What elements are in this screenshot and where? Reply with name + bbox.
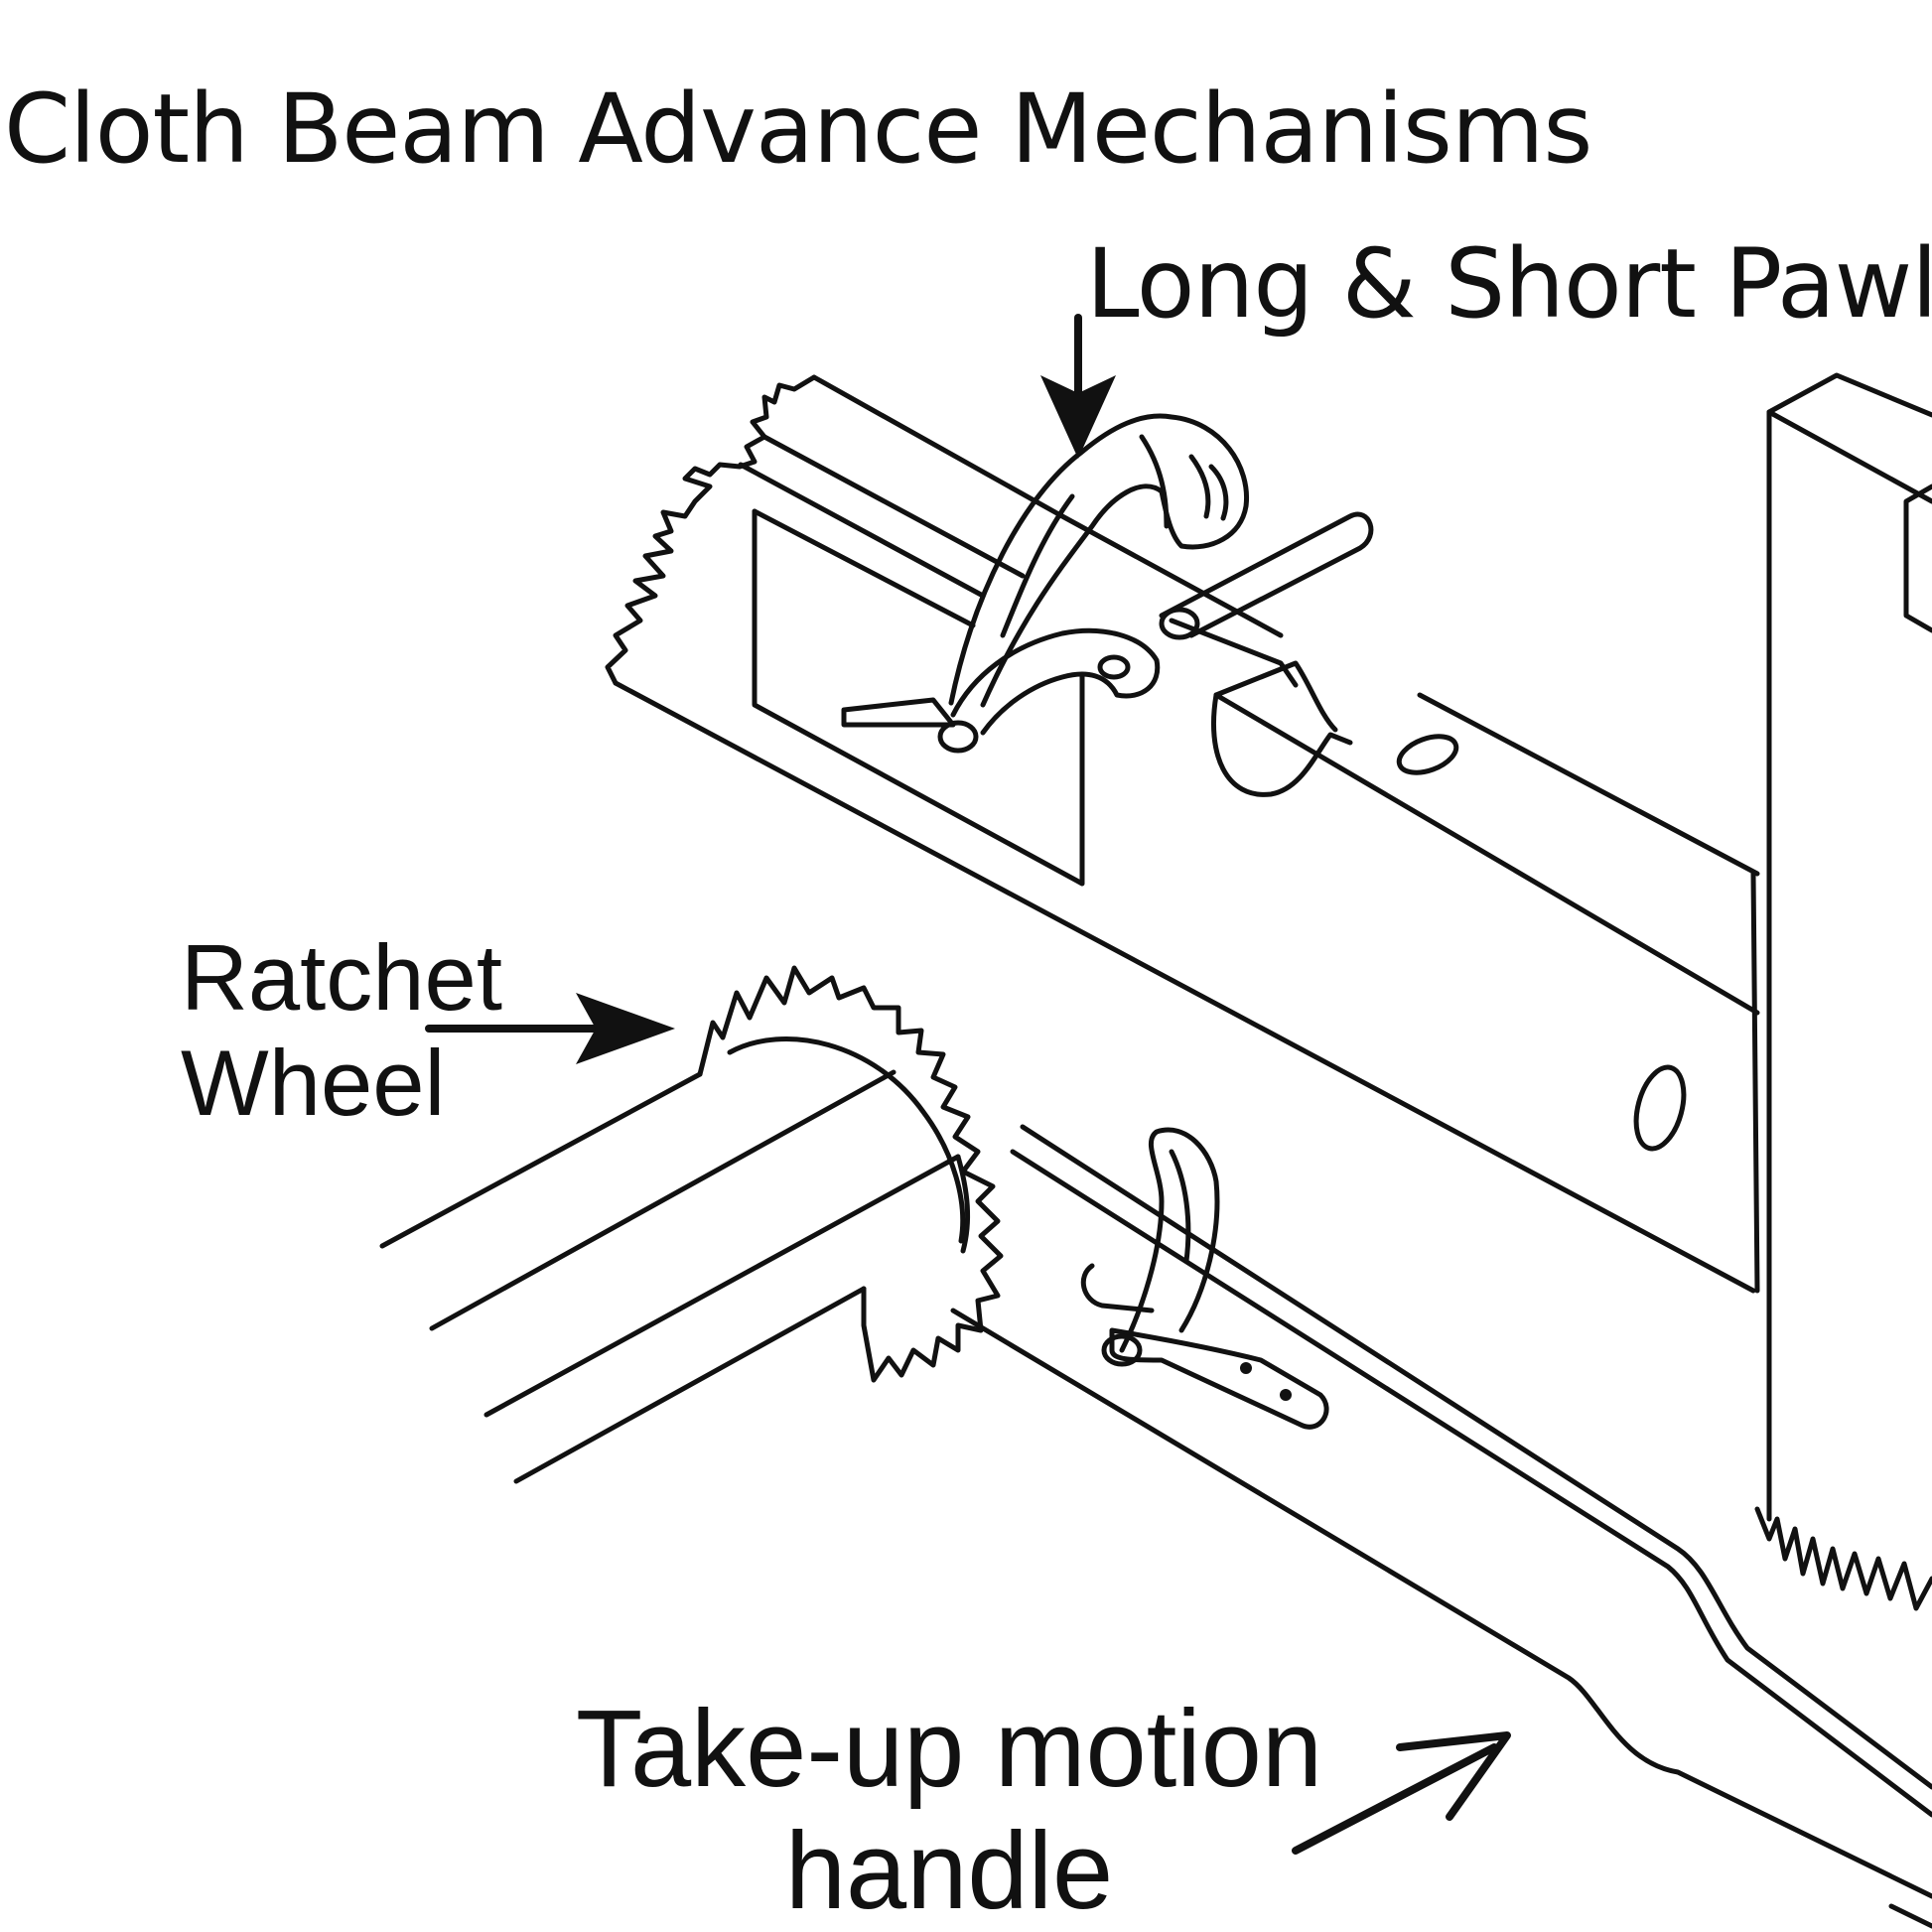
label-takeup-line2: handle <box>784 1810 1114 1932</box>
takeup-handle <box>950 1124 1932 1929</box>
side-post <box>1750 372 1932 1611</box>
label-ratchet-line2: Wheel <box>181 1031 446 1136</box>
arrows <box>425 314 1511 1855</box>
upper-beam <box>605 374 1760 1294</box>
label-ratchet-wheel: Ratchet Wheel <box>181 925 502 1136</box>
arrow-head-pawls <box>1040 375 1116 459</box>
label-takeup-handle: Take-up motion handle <box>576 1688 1322 1932</box>
pawls <box>841 413 1250 754</box>
label-takeup-line1: Take-up motion <box>576 1688 1323 1810</box>
arrow-head-ratchet <box>576 993 675 1064</box>
label-pawls: Long & Short Pawls <box>1086 228 1932 340</box>
diagram-title: Cloth Beam Advance Mechanisms <box>4 73 1592 185</box>
arrow-head-takeup <box>1396 1731 1511 1821</box>
cloth-beam <box>379 965 1004 1484</box>
label-ratchet-line1: Ratchet <box>181 925 502 1030</box>
